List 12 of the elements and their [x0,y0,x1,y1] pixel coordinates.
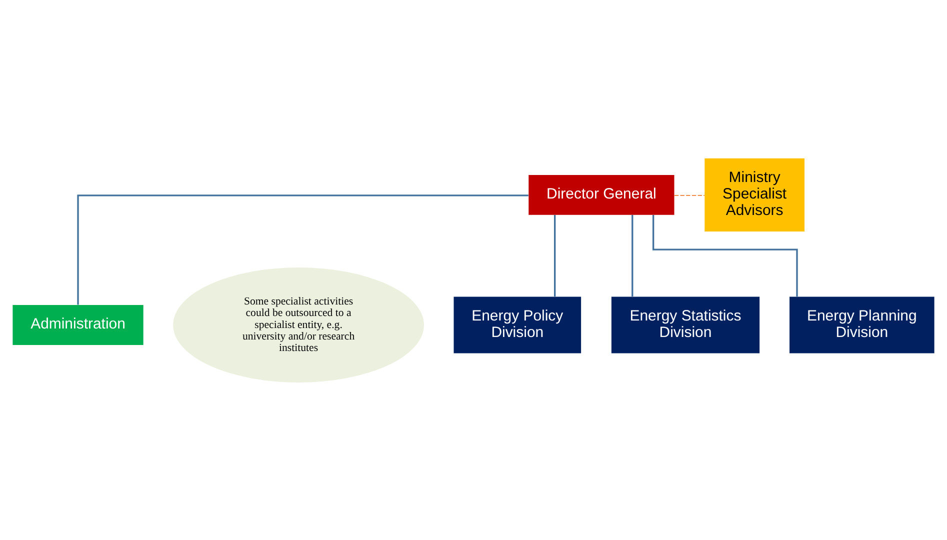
node-box: Energy Statistics Division [611,296,760,353]
node-box: Ministry Specialist Advisors [704,158,804,232]
connector [554,214,556,296]
node-ellipse: Some specialist activities could be outsourced to a specialist entity, e.g. university and/or research institutes [173,267,424,382]
node-box: Administration [12,304,144,344]
node-box: Energy Planning Division [790,296,934,353]
connector [77,194,528,304]
node-box: Energy Policy Division [454,296,582,353]
connector [632,214,634,296]
connector [674,194,705,196]
node-box: Director General [528,174,674,214]
connector [652,214,798,296]
